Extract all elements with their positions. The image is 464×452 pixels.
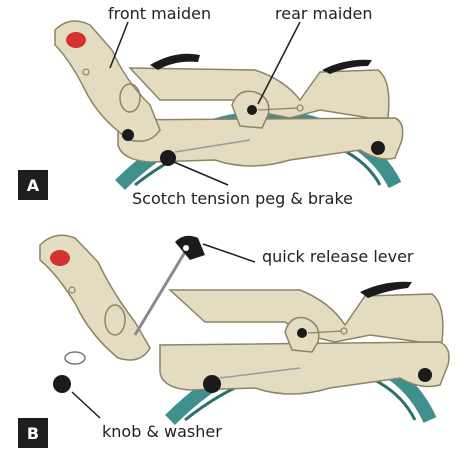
panel-badge-a: A [18, 170, 48, 200]
tension-peg-a [160, 150, 176, 166]
washer [65, 352, 85, 364]
label-rear-maiden: rear maiden [275, 4, 373, 23]
leader-tension-peg [174, 162, 228, 185]
label-knob-washer: knob & washer [102, 422, 222, 441]
panel-a-drawing [55, 21, 403, 185]
quick-release-lever [175, 236, 205, 260]
front-maiden-leather-a [66, 32, 86, 48]
panel-badge-b: B [18, 418, 48, 448]
rear-maiden-hole-a [247, 105, 257, 115]
leader-knob-washer [72, 392, 100, 418]
leader-quick-release [203, 244, 255, 262]
lever-top-a [150, 54, 200, 70]
tension-knob-right-a [371, 141, 385, 155]
leader-front-maiden [110, 22, 128, 68]
label-front-maiden: front maiden [108, 4, 211, 23]
label-quick-release: quick release lever [262, 247, 414, 266]
knob [53, 375, 71, 393]
front-maiden-leather-b [50, 250, 70, 266]
label-tension-peg: Scotch tension peg & brake [132, 189, 353, 208]
